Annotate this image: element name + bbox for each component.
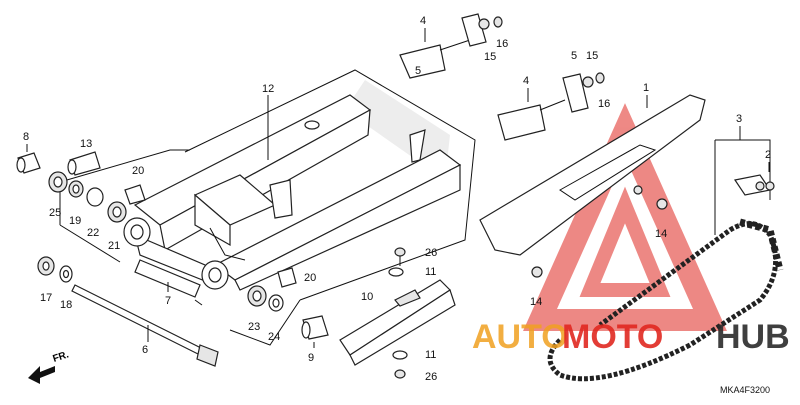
master-link-2 <box>734 174 775 196</box>
callout-4-upper: 4 <box>420 15 426 27</box>
drive-chain-3 <box>547 218 784 382</box>
callout-3: 3 <box>736 113 742 125</box>
collar-13 <box>67 151 101 176</box>
bush-8 <box>16 152 41 174</box>
callout-7: 7 <box>165 295 171 307</box>
collar-9 <box>301 315 329 340</box>
screw-26-lower <box>394 369 406 379</box>
washer-11-lower <box>392 350 408 360</box>
callout-24: 24 <box>268 331 280 343</box>
callout-11-lower: 11 <box>425 349 436 361</box>
callout-20-lower: 20 <box>304 272 316 284</box>
callout-1: 1 <box>643 82 649 94</box>
callout-2: 2 <box>765 149 771 161</box>
callout-16-lower: 16 <box>598 98 610 110</box>
callout-9: 9 <box>308 352 314 364</box>
front-arrow <box>28 366 55 384</box>
watermark-auto: AUTO <box>472 318 568 356</box>
watermark-text: AUTO MOTO HUB <box>472 318 790 356</box>
watermark-moto: MOTO <box>562 318 663 356</box>
nut-17 <box>37 256 55 276</box>
callout-12: 12 <box>262 83 274 95</box>
pivot-bolt-6 <box>71 284 219 367</box>
front-label: FR. <box>52 349 71 365</box>
watermark-hub: HUB <box>716 318 790 356</box>
callout-20-upper: 20 <box>132 165 144 177</box>
diagram-code: MKA4F3200 <box>720 385 770 395</box>
callout-6: 6 <box>142 344 148 356</box>
chain-adjuster-lower <box>497 72 605 141</box>
callout-26-lower: 26 <box>425 371 437 383</box>
swingarm <box>123 80 462 291</box>
washer-18 <box>59 265 73 283</box>
callout-15-upper: 15 <box>484 51 496 63</box>
left-bearing-stack <box>48 171 146 223</box>
callout-18: 18 <box>60 299 72 311</box>
callout-19: 19 <box>69 215 81 227</box>
callout-5-lower: 5 <box>571 50 577 62</box>
callout-22: 22 <box>87 227 99 239</box>
bolt-14-upper <box>656 198 668 210</box>
callout-16-upper: 16 <box>496 38 508 50</box>
callout-25: 25 <box>49 207 61 219</box>
chain-slider-10 <box>339 279 456 366</box>
callout-23: 23 <box>248 321 260 333</box>
right-bearing-stack <box>247 267 297 312</box>
watermark-triangle <box>523 103 727 331</box>
callout-5-upper: 5 <box>415 65 421 77</box>
callout-4-lower: 4 <box>523 75 529 87</box>
bolt-14-lower <box>531 266 543 278</box>
callout-11-upper: 11 <box>425 266 436 278</box>
callout-17: 17 <box>40 292 52 304</box>
chain-case-1 <box>479 94 706 256</box>
callout-14-upper: 14 <box>655 228 667 240</box>
collar-7 <box>134 259 201 298</box>
callout-13: 13 <box>80 138 92 150</box>
chain-adjuster-upper <box>399 13 503 79</box>
callout-14-lower: 14 <box>530 296 542 308</box>
washer-11-upper <box>388 267 404 277</box>
callout-15-lower: 15 <box>586 50 598 62</box>
screw-26-upper <box>394 247 406 266</box>
callout-10: 10 <box>361 291 373 303</box>
callout-26-upper: 26 <box>425 247 437 259</box>
callout-8: 8 <box>23 131 29 143</box>
callout-21: 21 <box>108 240 120 252</box>
